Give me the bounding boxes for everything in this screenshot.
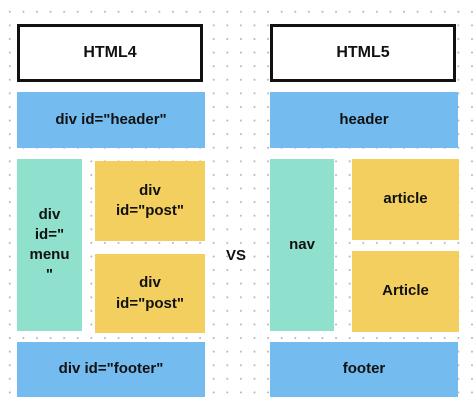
html5-footer-block: footer [270,342,458,397]
html4-footer-block: div id="footer" [17,342,205,397]
html4-title-box: HTML4 [17,24,203,82]
html5-article-label-2: Article [382,282,429,300]
html4-post-block-1: div id="post" [95,161,205,241]
html4-footer-label: div id="footer" [58,360,164,378]
html5-nav-label: nav [289,235,315,253]
vs-separator: VS [225,246,246,264]
html5-header-label: header [339,110,389,128]
html4-header-label: div id="header" [55,110,167,128]
html5-nav-block: nav [270,159,334,331]
html4-post-label-2: div id="post" [116,274,184,312]
html4-menu-label: div id=" menu " [29,205,70,284]
html5-title-box: HTML5 [270,24,456,82]
html5-article-block-2: Article [352,251,459,332]
html5-article-label-1: article [383,190,428,208]
html5-header-block: header [270,92,458,148]
html4-post-label-1: div id="post" [116,181,184,219]
html5-article-block-1: article [352,159,459,240]
html5-title: HTML5 [336,44,390,62]
html4-post-block-2: div id="post" [95,254,205,333]
html4-header-block: div id="header" [17,92,205,148]
html4-title: HTML4 [83,44,137,62]
html5-footer-label: footer [342,360,386,378]
html4-menu-block: div id=" menu " [17,159,82,331]
